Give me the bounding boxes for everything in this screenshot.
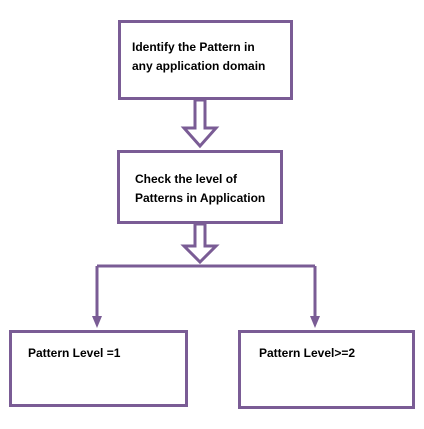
node-pattern-level-1: Pattern Level =1 xyxy=(9,330,188,407)
node-check-level: Check the level of Patterns in Applicati… xyxy=(117,150,283,224)
node-label-line: Identify the Pattern in xyxy=(132,40,255,54)
node-label-line: Patterns in Application xyxy=(135,191,266,205)
node-label-line: Check the level of xyxy=(135,172,238,186)
node-label-line: any application domain xyxy=(132,59,266,73)
block-arrow-down xyxy=(180,98,220,149)
node-identify-pattern: Identify the Pattern in any application … xyxy=(118,20,293,100)
block-arrow-down xyxy=(180,222,220,265)
node-pattern-level-2: Pattern Level>=2 xyxy=(238,330,415,409)
node-label-line: Pattern Level>=2 xyxy=(259,346,356,360)
node-label-line: Pattern Level =1 xyxy=(28,346,121,360)
arrowhead-left xyxy=(92,316,102,328)
arrowhead-right xyxy=(310,316,320,328)
